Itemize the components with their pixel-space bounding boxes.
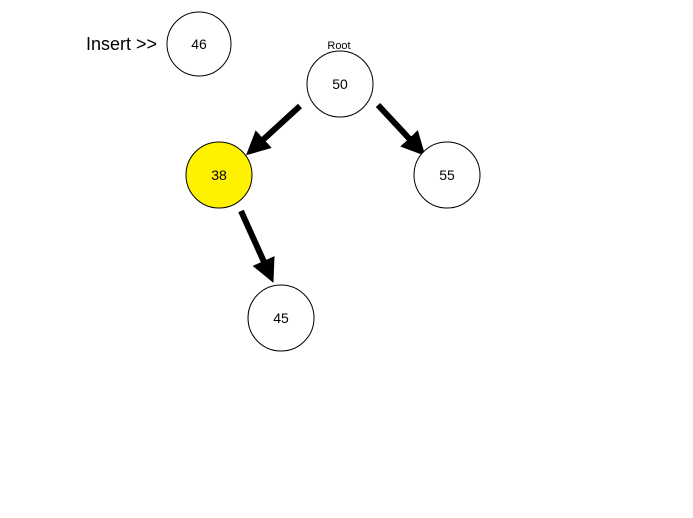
node-value: 55	[439, 167, 455, 183]
tree-node-45: 45	[247, 284, 315, 352]
node-value: 38	[211, 167, 227, 183]
insert-label: Insert >>	[86, 34, 157, 54]
tree-node-55: 55	[413, 141, 481, 209]
node-value: 45	[273, 310, 289, 326]
insert-node: 46	[166, 11, 232, 77]
insert-value: 46	[191, 36, 207, 52]
edge-50-38	[246, 103, 303, 156]
root-label: Root	[327, 40, 350, 52]
tree-node-38-highlighted: 38	[185, 141, 253, 209]
node-value: 50	[332, 76, 348, 92]
edge-38-45	[238, 209, 275, 283]
tree-node-50: 50	[306, 50, 374, 118]
edge-50-55	[375, 102, 426, 156]
